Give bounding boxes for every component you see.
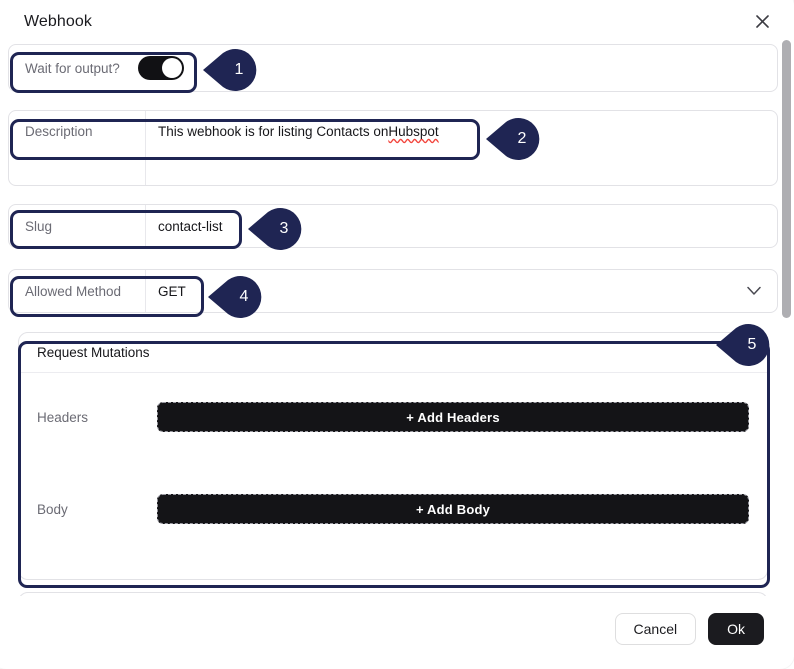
dialog-scrollbar-thumb[interactable] [782,40,791,318]
dialog-footer: Cancel Ok [0,601,794,657]
slug-label: Slug [25,218,53,234]
request-mutations-card: Request Mutations Headers + Add Headers … [18,332,768,580]
chevron-down-icon[interactable] [747,286,761,296]
wait-for-output-row: Wait for output? [8,44,778,92]
toggle-knob [161,58,182,78]
wait-for-output-toggle[interactable] [137,56,184,80]
slug-input[interactable]: contact-list [145,205,777,247]
body-label: Body [37,501,68,517]
ok-button[interactable]: Ok [708,613,764,645]
description-input[interactable]: This webhook is for listing Contacts on … [145,111,777,185]
request-mutations-title: Request Mutations [19,333,767,373]
dialog-scroll-body: Wait for output? Description This webhoo… [0,40,786,596]
dialog-title: Webhook [24,13,93,30]
cancel-button[interactable]: Cancel [614,613,697,645]
description-label: Description [25,124,93,139]
next-section-card-partial [18,592,768,596]
add-body-button[interactable]: + Add Body [157,494,749,524]
allowed-method-label: Allowed Method [25,283,122,299]
description-text-misspelled: Hubspot [388,124,439,139]
body-row: Body + Add Body [19,461,767,557]
slug-row: Slug contact-list [8,204,778,248]
allowed-method-row[interactable]: Allowed Method GET [8,269,778,313]
description-text-plain: This webhook is for listing Contacts on [158,124,389,139]
description-row: Description This webhook is for listing … [8,110,778,186]
allowed-method-value: GET [145,270,777,312]
dialog-scrollbar[interactable] [782,38,791,598]
headers-row: Headers + Add Headers [19,373,767,461]
add-headers-button[interactable]: + Add Headers [157,402,749,432]
close-icon[interactable] [747,6,777,36]
wait-for-output-label: Wait for output? [25,60,120,76]
headers-label: Headers [37,409,89,425]
